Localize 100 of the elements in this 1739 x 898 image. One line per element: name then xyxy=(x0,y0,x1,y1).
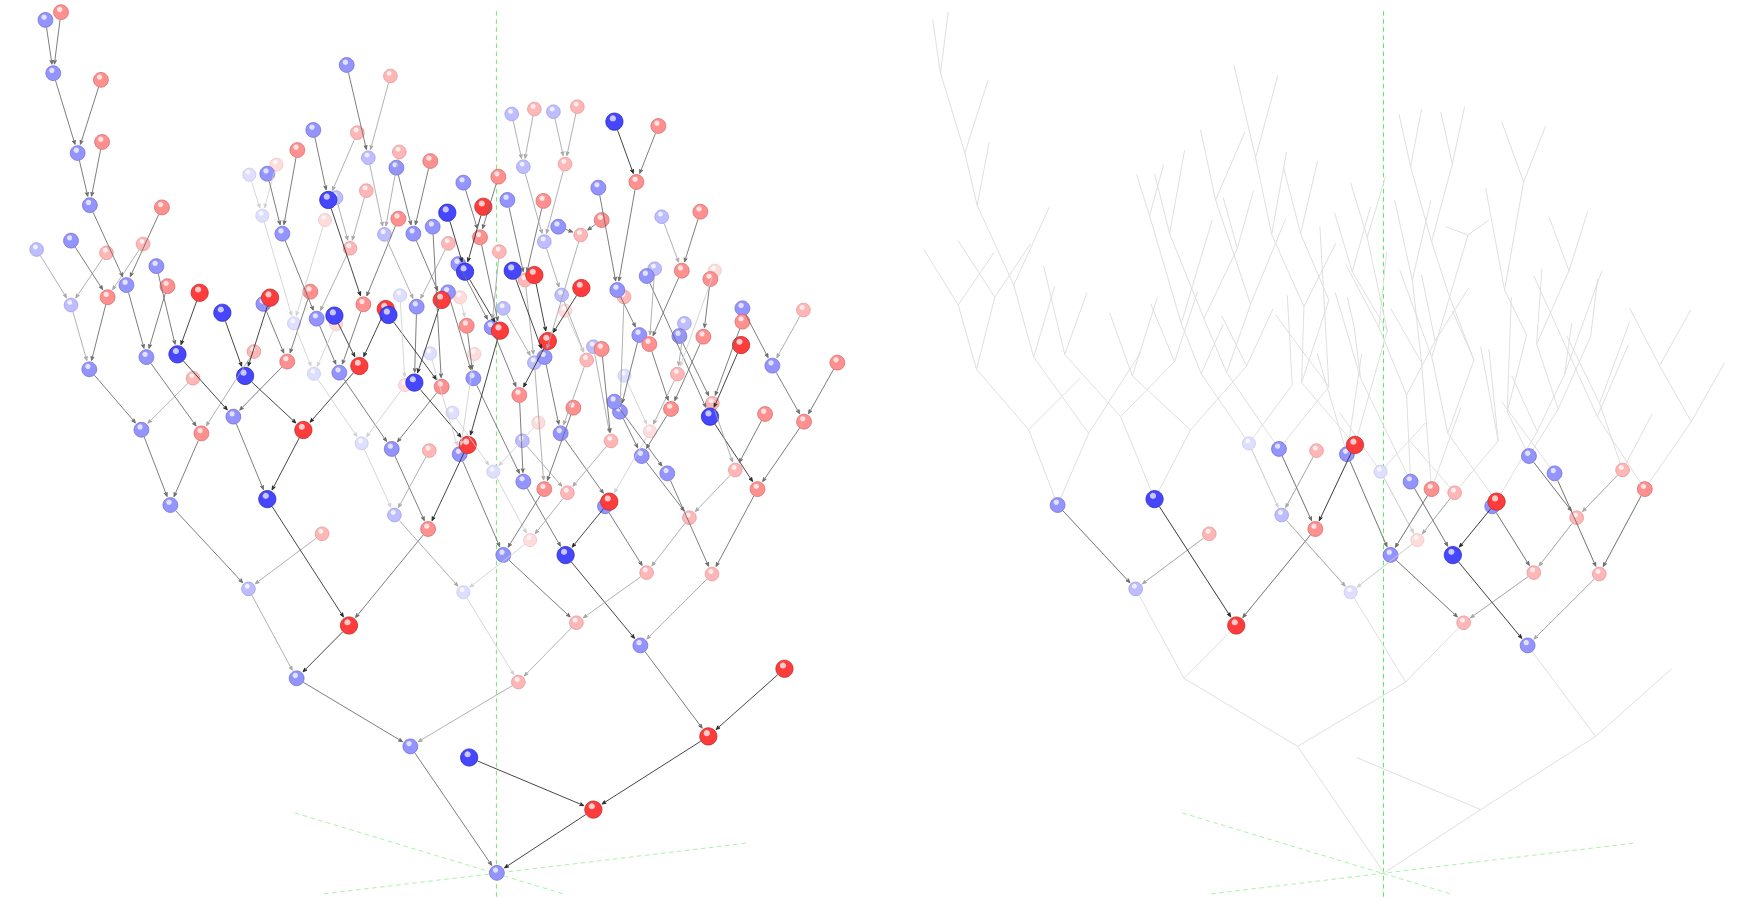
arrow xyxy=(417,685,513,743)
arrow xyxy=(90,304,107,361)
arrow xyxy=(467,333,474,370)
arrow xyxy=(674,343,701,402)
arrow xyxy=(620,296,636,328)
arrow xyxy=(348,72,368,150)
arrow xyxy=(263,170,275,209)
arrow xyxy=(394,455,425,522)
sphere xyxy=(422,443,437,458)
arrow xyxy=(618,303,625,404)
arrow xyxy=(128,292,145,349)
sphere xyxy=(472,229,488,246)
arrow xyxy=(205,357,251,427)
arrow xyxy=(587,224,596,231)
arrow xyxy=(546,248,560,288)
arrow xyxy=(1582,474,1618,513)
sphere xyxy=(135,236,151,252)
arrow xyxy=(254,537,317,585)
arrow xyxy=(515,278,542,350)
sphere xyxy=(511,674,526,690)
sphere xyxy=(490,168,507,185)
sphere xyxy=(225,408,242,425)
sphere xyxy=(465,370,482,387)
arrow xyxy=(714,423,753,482)
sphere xyxy=(728,462,743,478)
arrow xyxy=(343,378,388,442)
sphere xyxy=(241,581,256,597)
sphere xyxy=(572,279,591,297)
arrow xyxy=(1251,449,1279,508)
arrow xyxy=(183,360,228,411)
arrow xyxy=(498,427,535,467)
arrow xyxy=(682,342,710,397)
sphere xyxy=(445,405,460,420)
arrow xyxy=(715,495,755,568)
arrow xyxy=(663,223,680,263)
sphere xyxy=(350,125,365,140)
arrow xyxy=(1421,497,1451,535)
arrow xyxy=(745,314,769,359)
sphere xyxy=(734,300,751,317)
sphere xyxy=(673,262,690,279)
sphere xyxy=(246,344,262,359)
arrow xyxy=(713,352,738,408)
arrow xyxy=(314,137,328,191)
arrow xyxy=(55,80,76,145)
arrow xyxy=(398,519,459,587)
sphere xyxy=(527,101,542,117)
sphere xyxy=(639,565,654,580)
sphere xyxy=(63,297,79,313)
arrow xyxy=(251,381,297,424)
sphere xyxy=(1521,448,1537,464)
arrow xyxy=(251,594,293,671)
sphere xyxy=(638,268,655,284)
sphere xyxy=(420,521,436,537)
arrow xyxy=(369,164,384,227)
arrow xyxy=(295,226,324,317)
arrow xyxy=(93,374,136,424)
arrow xyxy=(617,129,634,174)
sphere xyxy=(556,546,575,565)
sphere xyxy=(695,328,712,345)
arrow xyxy=(523,115,534,159)
arrow xyxy=(317,379,358,438)
sphere xyxy=(565,399,582,416)
sphere xyxy=(499,192,516,208)
arrow xyxy=(416,308,440,374)
arrow xyxy=(1395,559,1458,618)
sphere xyxy=(490,321,509,340)
sphere xyxy=(456,585,471,600)
arrow xyxy=(1318,452,1352,522)
sphere xyxy=(496,301,511,316)
arrow xyxy=(92,211,124,278)
arrow xyxy=(112,249,140,291)
arrow xyxy=(1458,561,1523,639)
arrow xyxy=(715,674,779,731)
arrow xyxy=(147,382,189,424)
arrow xyxy=(618,407,663,467)
arrow xyxy=(355,534,424,618)
arrow xyxy=(526,445,563,487)
sphere xyxy=(81,361,98,378)
sphere xyxy=(458,317,475,334)
sphere xyxy=(1592,566,1607,582)
arrow xyxy=(646,461,685,512)
sphere xyxy=(632,637,649,654)
sphere xyxy=(63,232,79,249)
arrow xyxy=(644,651,703,729)
sphere xyxy=(641,336,658,352)
sphere xyxy=(154,199,170,216)
arrow xyxy=(366,225,396,297)
arrow xyxy=(639,132,656,174)
arrow xyxy=(175,510,244,584)
arrow xyxy=(621,342,638,404)
arrow xyxy=(648,275,655,336)
arrow xyxy=(143,436,168,498)
arrow xyxy=(271,506,344,618)
sphere xyxy=(361,150,376,165)
arrow xyxy=(481,244,499,322)
arrow xyxy=(449,220,463,263)
arrow xyxy=(364,449,392,508)
sphere xyxy=(593,212,610,228)
sphere xyxy=(593,341,610,357)
sphere xyxy=(453,290,467,305)
